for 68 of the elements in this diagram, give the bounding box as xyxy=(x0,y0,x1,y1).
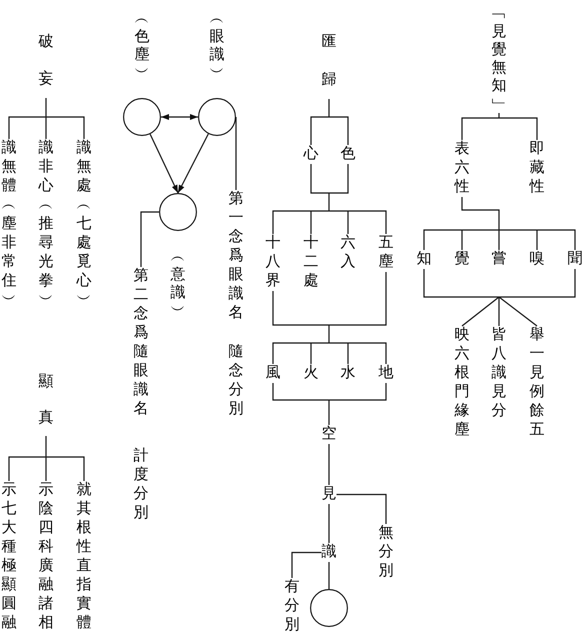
term-label: 心 xyxy=(304,145,318,164)
term-label: 第一念爲眼識名 xyxy=(228,190,244,323)
connector-line xyxy=(8,97,85,140)
note-label: ︵塵非常住︶ xyxy=(2,196,16,310)
term-label: 第二念爲隨眼識名 xyxy=(134,267,148,419)
connector-line xyxy=(423,268,576,327)
term-label: 有分別 xyxy=(284,578,300,635)
term-label: 識無處 xyxy=(76,139,92,196)
circle xyxy=(198,98,236,136)
term-label: 嘗 xyxy=(492,250,506,269)
connector-line xyxy=(140,211,159,267)
term-label: 見 xyxy=(322,485,336,504)
note-label: ︵推尋光拳︶ xyxy=(38,196,54,310)
connector-line xyxy=(423,196,576,251)
term-label: 舉一見例餘五 xyxy=(530,326,544,440)
term-label: 五塵 xyxy=(378,234,394,272)
circle-caption: ︵眼識︶ xyxy=(210,10,224,82)
term-label: 就其根性直指實體 xyxy=(76,481,92,633)
term-label: 表六性 xyxy=(454,140,470,197)
term-label: 映六根門緣塵 xyxy=(454,326,470,440)
term-label: 空 xyxy=(322,425,336,444)
note-label: ︵七處覓心︶ xyxy=(76,196,92,310)
connector-line xyxy=(235,117,237,190)
connector-line xyxy=(336,494,387,524)
term-label: 即藏性 xyxy=(530,140,544,197)
connector-line xyxy=(310,98,349,146)
term-label: 嗅 xyxy=(530,250,544,269)
circle-caption: ︵色塵︶ xyxy=(134,10,150,82)
term-label: 無分別 xyxy=(378,524,394,581)
arrow xyxy=(177,134,209,194)
connector-line xyxy=(272,163,387,235)
term-label: 六入 xyxy=(340,234,356,272)
term-label: ﹁見覺無知﹂ xyxy=(492,5,506,113)
note-label: 隨念分別 xyxy=(228,343,244,419)
term-label: 知 xyxy=(416,250,432,269)
term-label: 皆八識見分 xyxy=(492,326,506,421)
term-label: 識非心 xyxy=(38,139,54,196)
arrow xyxy=(150,134,179,194)
term-label: 示陰四科廣融諸相 xyxy=(38,481,54,633)
circle-caption: ︵意識︶ xyxy=(170,248,186,320)
circle xyxy=(310,589,348,627)
connector-line xyxy=(328,444,330,485)
term-label: 匯歸 xyxy=(322,23,336,99)
term-label: 識 xyxy=(322,543,336,562)
connector-line xyxy=(328,562,330,589)
term-label: 水 xyxy=(340,364,356,383)
connector-line xyxy=(328,504,330,543)
term-label: 色 xyxy=(340,145,356,164)
term-label: 地 xyxy=(378,364,394,383)
connector-line xyxy=(8,435,85,482)
connector-line xyxy=(272,382,387,426)
term-label: 火 xyxy=(304,364,318,383)
connector-line xyxy=(461,112,538,141)
connector-line xyxy=(291,552,322,578)
term-label: 示七大種極顯圓融 xyxy=(2,481,16,633)
circle xyxy=(159,193,197,231)
term-label: 識無體 xyxy=(2,139,16,196)
term-label: 十二處 xyxy=(304,234,318,291)
term-label: 聞 xyxy=(568,250,582,269)
note-label: 計度分別 xyxy=(134,447,148,523)
term-label: 覺 xyxy=(454,250,470,269)
term-label: 風 xyxy=(266,364,280,383)
connector-line xyxy=(272,271,387,365)
term-label: 破妄 xyxy=(38,24,54,98)
term-label: 顯真 xyxy=(38,364,54,436)
circle xyxy=(123,98,161,136)
term-label: 十八界 xyxy=(266,234,280,291)
arrow xyxy=(161,114,198,120)
